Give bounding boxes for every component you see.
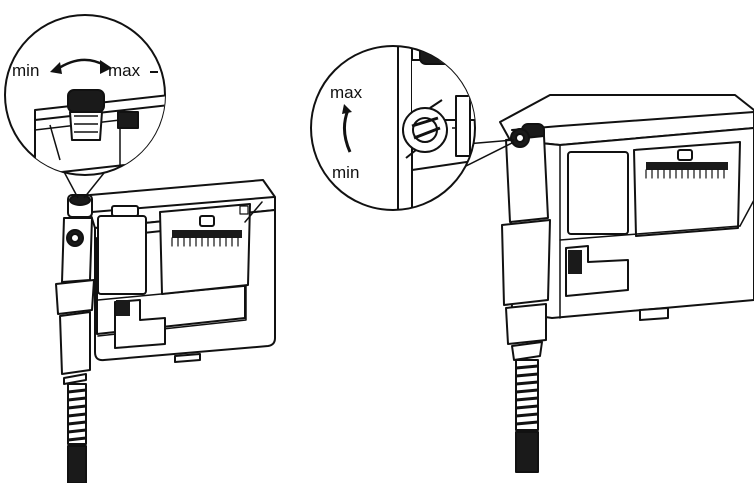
right-filter-unit [499,94,754,321]
left-inset-circle: min max [4,14,166,176]
left-max-label: max [108,61,141,80]
left-filter-unit [89,179,276,363]
left-min-label: min [12,61,39,80]
right-inset-circle: max min [310,45,476,211]
right-max-label: max [330,83,363,102]
right-min-label: min [332,163,359,182]
right-intake-tube [501,128,551,473]
left-intake-tube [55,194,95,483]
vertical-adjust-arrow-icon [343,109,352,153]
